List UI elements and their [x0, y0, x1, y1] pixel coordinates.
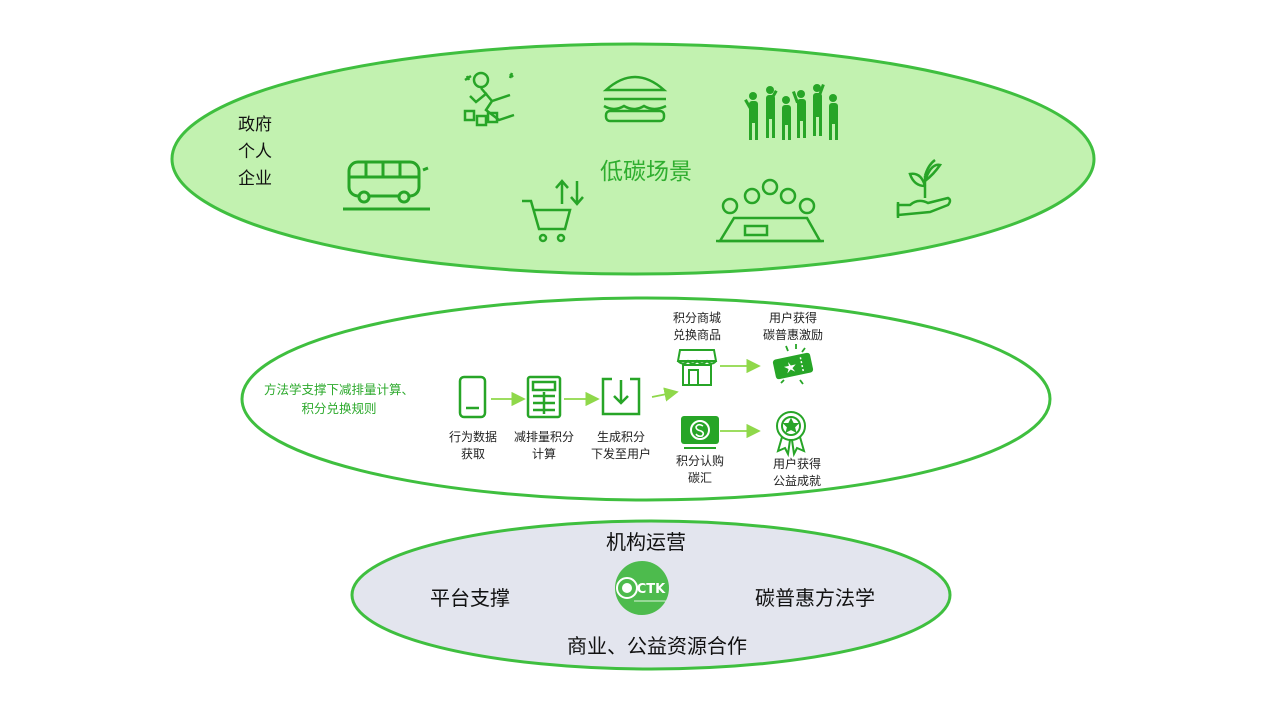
incentive-line-2: 碳普惠激励	[762, 328, 824, 342]
meeting-icon	[716, 178, 824, 243]
step-1-line-1: 行为数据	[448, 430, 498, 444]
carbon-credit-icon	[681, 416, 719, 449]
crowd-icon	[744, 84, 838, 140]
method-line-1: 方法学支撑下减排量计算、	[263, 382, 415, 397]
method-line-2: 积分兑换规则	[301, 401, 377, 416]
calculator-icon	[526, 375, 562, 419]
step-data-capture-label: 行为数据 获取	[449, 429, 497, 463]
methodology-label: 碳普惠方法学	[755, 586, 875, 610]
shop-icon	[676, 349, 718, 386]
process-arrows	[491, 358, 761, 439]
scene-ellipse	[170, 42, 1096, 276]
incentive-label: 用户获得 碳普惠激励	[763, 310, 823, 344]
actor-individual: 个人	[238, 142, 272, 162]
operations-title: 机构运营	[606, 530, 686, 554]
ticket-icon	[772, 344, 814, 385]
phone-icon	[458, 375, 487, 419]
achievement-line-1: 用户获得	[772, 457, 822, 471]
bus-icon	[343, 160, 430, 211]
step-calc-label: 减排量积分 计算	[514, 429, 574, 463]
scene-title: 低碳场景	[600, 159, 692, 185]
process-ellipse	[240, 296, 1052, 502]
step-2-line-1: 减排量积分	[513, 430, 575, 444]
carbon-sink-line-1: 积分认购	[675, 454, 725, 468]
actor-government: 政府	[238, 115, 272, 135]
award-medal-icon	[776, 411, 806, 458]
shop-label: 积分商城 兑换商品	[673, 310, 721, 344]
ctk-logo-text: CTK	[637, 582, 666, 597]
achievement-line-2: 公益成就	[772, 474, 822, 488]
incentive-line-1: 用户获得	[768, 311, 818, 325]
step-issue-label: 生成积分 下发至用户	[591, 429, 651, 463]
shop-line-1: 积分商城	[672, 311, 722, 325]
carbon-sink-line-2: 碳汇	[687, 471, 713, 485]
step-3-line-2: 下发至用户	[590, 447, 652, 461]
carbon-sink-label: 积分认购 碳汇	[676, 453, 724, 487]
step-1-line-2: 获取	[460, 447, 486, 461]
method-label: 方法学支撑下减排量计算、 积分兑换规则	[264, 380, 414, 418]
step-3-line-1: 生成积分	[596, 430, 646, 444]
achievement-label: 用户获得 公益成就	[773, 456, 821, 490]
shopping-cart-icon	[522, 179, 584, 243]
download-box-icon	[601, 377, 641, 416]
ctk-logo: CTK	[615, 561, 669, 615]
step-2-line-2: 计算	[531, 447, 557, 461]
exercise-icon	[463, 71, 515, 127]
resource-cooperation-label: 商业、公益资源合作	[567, 634, 747, 658]
actor-enterprise: 企业	[238, 169, 272, 189]
platform-support-label: 平台支撑	[430, 586, 510, 610]
actors-list: 政府 个人 企业	[238, 112, 272, 193]
plant-hand-icon	[896, 158, 952, 218]
shop-line-2: 兑换商品	[672, 328, 722, 342]
burger-icon	[602, 75, 668, 123]
